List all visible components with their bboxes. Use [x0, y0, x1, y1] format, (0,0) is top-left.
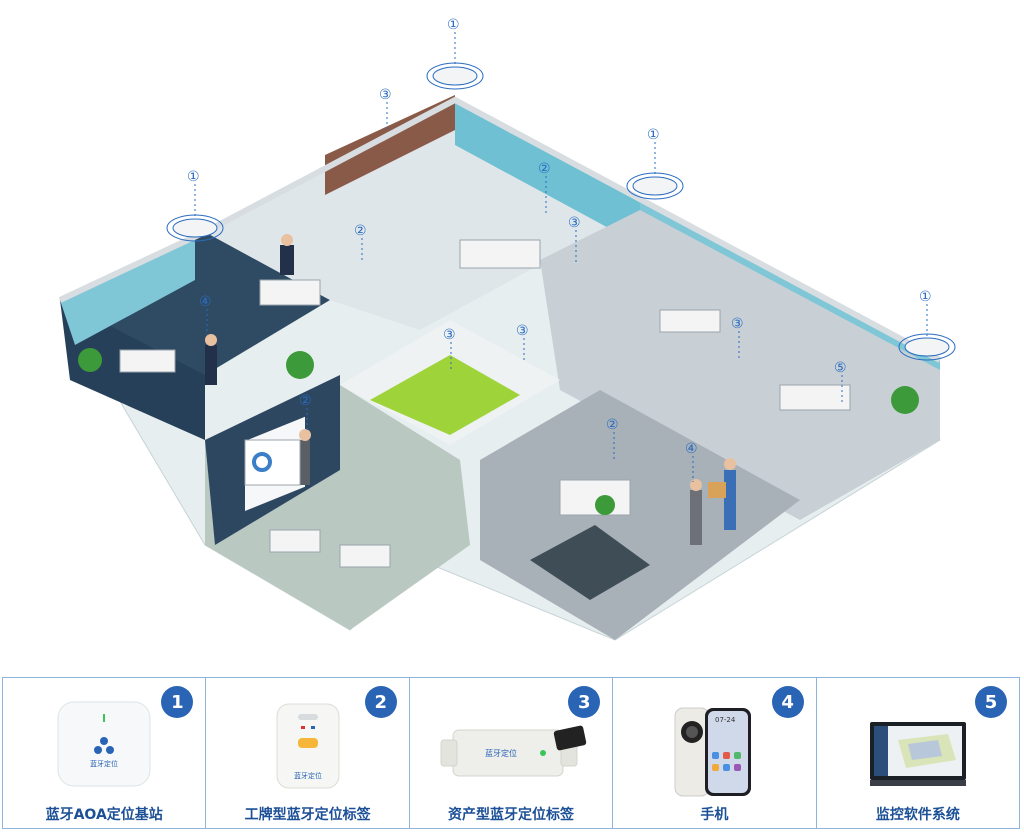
marker-1-right: ①: [919, 289, 932, 305]
marker-3-e: ③: [731, 316, 744, 332]
marker-1-mid: ①: [647, 127, 660, 143]
product-card-aoa-station: 1 蓝牙定位 蓝牙AOA定位基站: [3, 678, 207, 828]
office-floorplan-illustration: ① ① ① ① ② ② ② ② ③ ③ ③ ③ ③ ④ ④ ⑤ ⑤: [58, 17, 956, 641]
product-label: 监控软件系统: [875, 807, 960, 823]
marker-2-c: ②: [299, 393, 312, 409]
number-badge: 2: [364, 686, 397, 718]
marker-3-c: ③: [443, 327, 456, 343]
marker-4-a: ④: [199, 294, 212, 310]
number-badge: 5: [975, 686, 1008, 718]
marker-4-b: ④: [685, 441, 698, 457]
device-text: 07-24: [715, 716, 736, 724]
number-badge: 1: [161, 686, 194, 718]
product-label: 手机: [700, 807, 729, 823]
marker-1-top: ①: [447, 17, 460, 33]
device-text: 蓝牙定位: [485, 748, 517, 758]
number-badge: 4: [771, 686, 804, 718]
marker-2-d: ②: [606, 417, 619, 433]
badge-tag-icon: 蓝牙定位: [276, 703, 340, 789]
product-legend: 1 蓝牙定位 蓝牙AOA定位基站 2 蓝牙定位 工牌型蓝牙定位标签 3 蓝牙定位: [2, 677, 1020, 829]
smartphone-icon: 07-24: [674, 707, 752, 797]
marker-3-d: ③: [516, 323, 529, 339]
marker-1-left: ①: [187, 169, 200, 185]
product-card-asset-tag: 3 蓝牙定位 资产型蓝牙定位标签: [410, 678, 614, 828]
device-text: 蓝牙定位: [294, 771, 322, 780]
number-badge: 3: [568, 686, 601, 718]
asset-tag-icon: 蓝牙定位: [440, 725, 587, 777]
marker-3-a: ③: [379, 87, 392, 103]
marker-5-a: ⑤: [834, 360, 847, 376]
marker-2-a: ②: [538, 161, 551, 177]
product-card-monitor: 5 监控软件系统: [817, 678, 1019, 828]
marker-2-b: ②: [354, 223, 367, 239]
product-label: 工牌型蓝牙定位标签: [244, 807, 371, 823]
product-label: 资产型蓝牙定位标签: [448, 807, 575, 823]
aoa-base-station-icon: 蓝牙定位: [57, 701, 151, 787]
marker-3-b: ③: [568, 215, 581, 231]
product-card-phone: 4 07-24 手机: [613, 678, 817, 828]
device-text: 蓝牙定位: [90, 759, 118, 768]
product-card-badge-tag: 2 蓝牙定位 工牌型蓝牙定位标签: [206, 678, 410, 828]
product-label: 蓝牙AOA定位基站: [45, 807, 163, 823]
monitor-icon: [869, 722, 966, 786]
base-station-discs: [166, 62, 956, 361]
